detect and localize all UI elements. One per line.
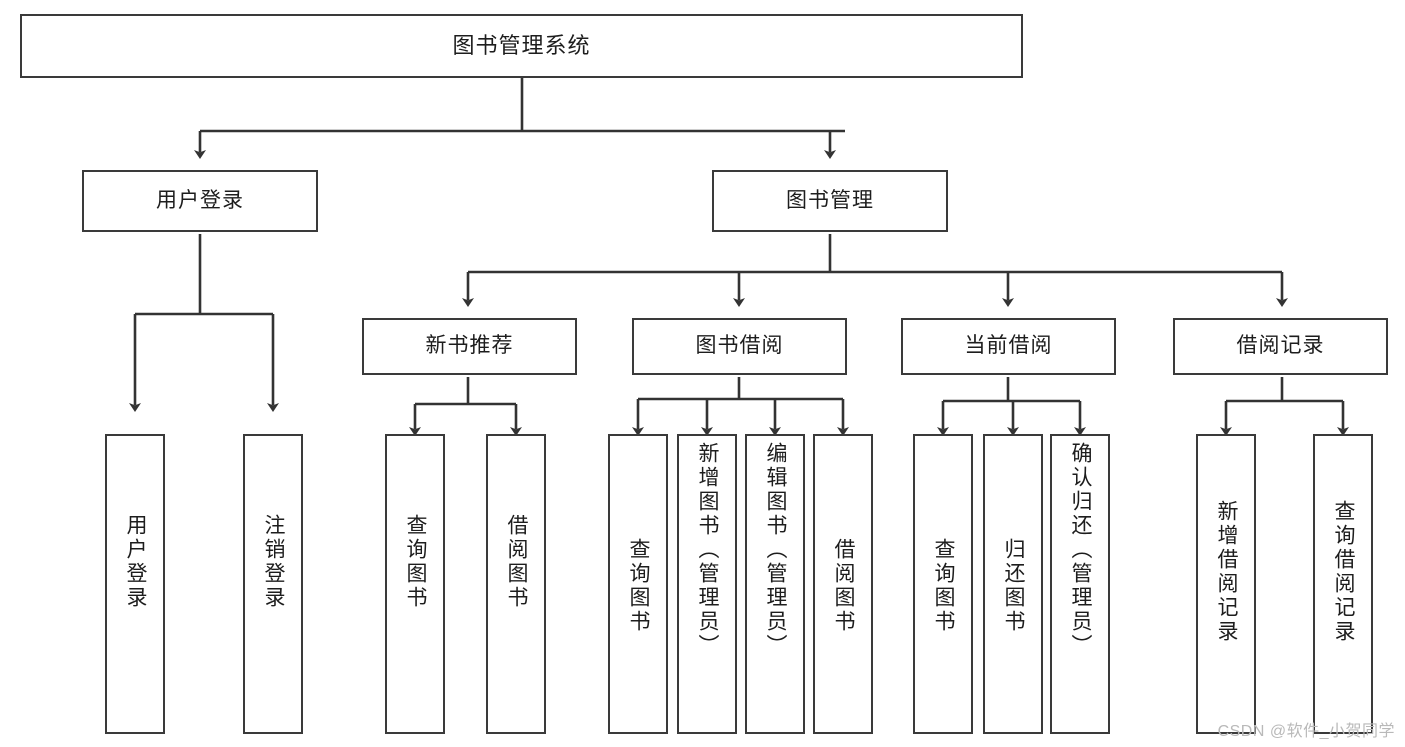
node-borrow-record[interactable]: 借阅记录 (1173, 318, 1388, 375)
node-leaf-query-book-3[interactable]: 查询图书 (913, 434, 973, 734)
node-user-login[interactable]: 用户登录 (82, 170, 318, 232)
node-book-borrow[interactable]: 图书借阅 (632, 318, 847, 375)
node-leaf-borrow-book-1-label: 借阅图书 (505, 514, 529, 610)
node-leaf-borrow-book-2-label: 借阅图书 (832, 538, 856, 634)
node-leaf-query-book-1-label: 查询图书 (404, 514, 428, 610)
node-leaf-add-record-label: 新增借阅记录 (1215, 500, 1239, 644)
node-leaf-user-login-label: 用户登录 (124, 514, 148, 610)
node-borrow-record-label: 借阅记录 (1236, 334, 1325, 358)
node-leaf-return-book-label: 归还图书 (1002, 538, 1026, 634)
node-leaf-user-login[interactable]: 用户登录 (105, 434, 165, 734)
node-current-borrow-label: 当前借阅 (964, 334, 1053, 358)
node-new-book-rec-label: 新书推荐 (425, 334, 514, 358)
node-leaf-return-book[interactable]: 归还图书 (983, 434, 1043, 734)
node-leaf-query-record[interactable]: 查询借阅记录 (1313, 434, 1373, 734)
node-root[interactable]: 图书管理系统 (20, 14, 1023, 78)
node-leaf-query-book-3-label: 查询图书 (932, 538, 956, 634)
node-leaf-edit-book[interactable]: 编辑图书（管理员） (745, 434, 805, 734)
node-leaf-confirm-return[interactable]: 确认归还（管理员） (1050, 434, 1110, 734)
node-leaf-query-book-2[interactable]: 查询图书 (608, 434, 668, 734)
node-leaf-add-book-label: 新增图书（管理员） (696, 442, 720, 658)
node-current-borrow[interactable]: 当前借阅 (901, 318, 1116, 375)
node-root-label: 图书管理系统 (452, 33, 591, 59)
node-leaf-edit-book-label: 编辑图书（管理员） (764, 442, 788, 658)
csdn-watermark: CSDN @软件_小贺同学 (1217, 723, 1395, 740)
node-leaf-borrow-book-2[interactable]: 借阅图书 (813, 434, 873, 734)
node-leaf-query-book-1[interactable]: 查询图书 (385, 434, 445, 734)
node-leaf-logout[interactable]: 注销登录 (243, 434, 303, 734)
node-leaf-confirm-return-label: 确认归还（管理员） (1069, 442, 1093, 658)
node-leaf-query-book-2-label: 查询图书 (627, 538, 651, 634)
node-leaf-add-book[interactable]: 新增图书（管理员） (677, 434, 737, 734)
node-book-manage-label: 图书管理 (786, 188, 874, 212)
node-book-borrow-label: 图书借阅 (695, 334, 784, 358)
node-book-manage[interactable]: 图书管理 (712, 170, 948, 232)
node-user-login-label: 用户登录 (156, 188, 244, 212)
node-leaf-logout-label: 注销登录 (262, 514, 286, 610)
node-leaf-query-record-label: 查询借阅记录 (1332, 500, 1356, 644)
node-leaf-add-record[interactable]: 新增借阅记录 (1196, 434, 1256, 734)
node-new-book-rec[interactable]: 新书推荐 (362, 318, 577, 375)
node-leaf-borrow-book-1[interactable]: 借阅图书 (486, 434, 546, 734)
